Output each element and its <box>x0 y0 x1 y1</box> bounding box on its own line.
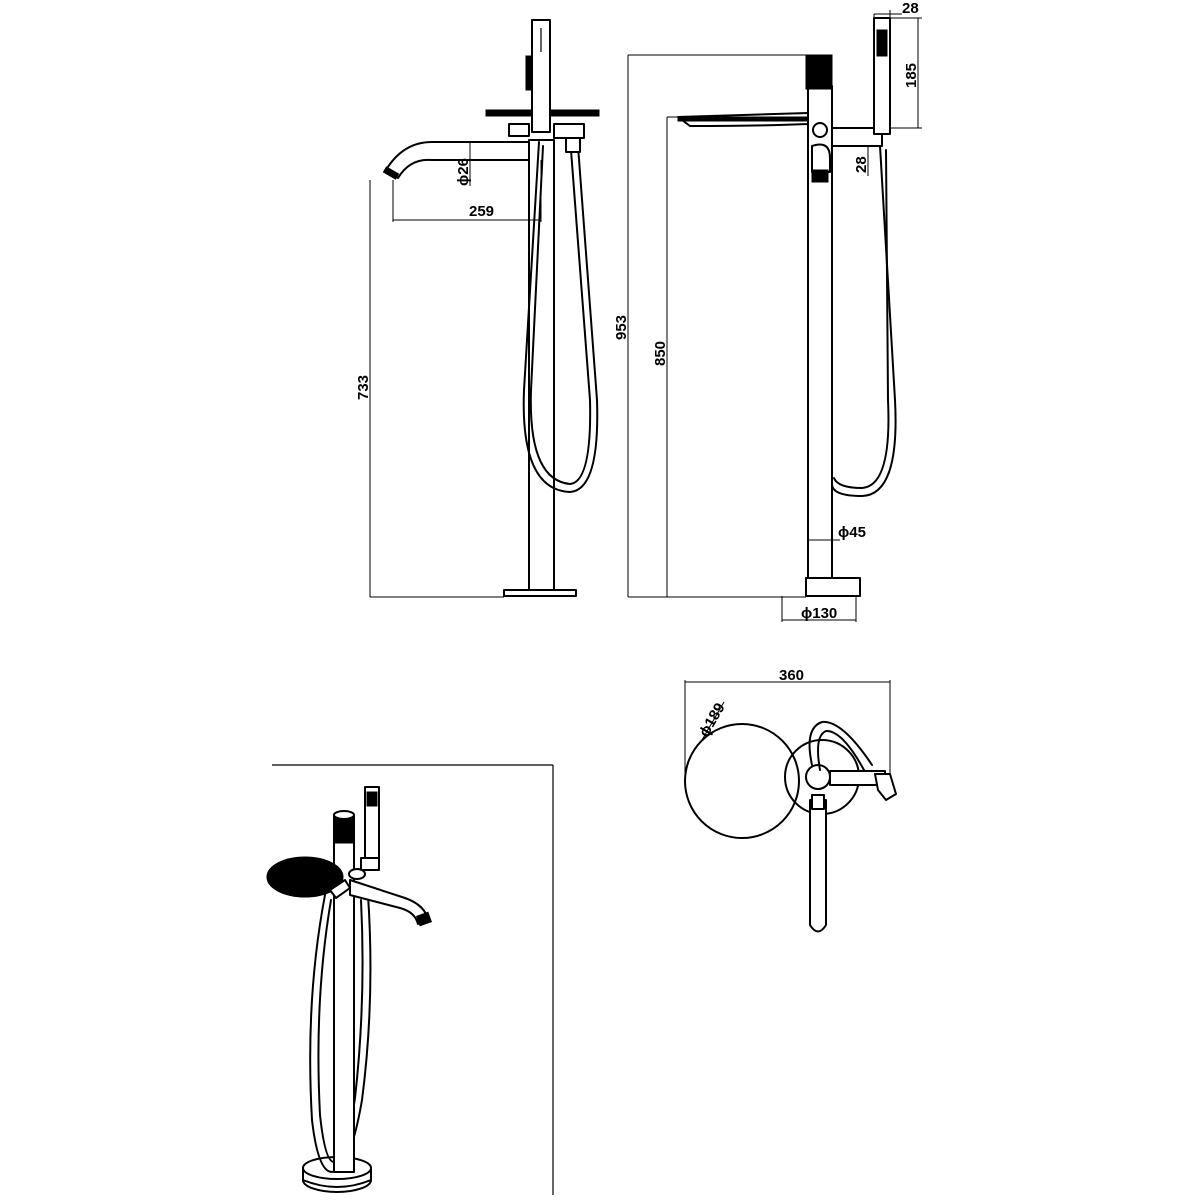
side-spout-tip <box>811 169 829 183</box>
side-holder-arm <box>831 127 883 147</box>
side-base-plate <box>805 577 861 597</box>
perspective-spout <box>349 879 429 925</box>
side-handset-grip <box>876 29 888 57</box>
perspective-shelf <box>266 856 344 898</box>
plan-hub <box>805 764 831 790</box>
perspective-spout-tip <box>416 911 432 927</box>
front-elevation-view: ϕ26 259 733 <box>355 19 600 598</box>
dim-base-diameter: ϕ130 <box>801 605 837 622</box>
dim-holder-size: 28 <box>853 156 870 173</box>
plan-spout <box>809 799 827 933</box>
side-hose <box>831 145 897 497</box>
front-spout-tip <box>382 166 400 180</box>
front-control-knob-right <box>553 123 585 139</box>
front-hose <box>522 141 599 493</box>
dim-handset-width: 28 <box>902 0 919 17</box>
dim-shelf-diameter: ϕ189 <box>696 700 729 740</box>
side-diverter-knob <box>812 122 828 138</box>
dim-plan-width: 360 <box>779 667 804 684</box>
front-column <box>528 139 555 591</box>
plan-hose-loop <box>808 720 873 766</box>
plan-view: 360 ϕ189 <box>684 667 897 933</box>
front-handset-cap <box>525 55 533 91</box>
dim-overall-height: 953 <box>613 315 630 340</box>
side-elevation-view: 953 850 28 185 28 ϕ45 ϕ130 <box>613 0 922 622</box>
side-column-top <box>805 54 833 90</box>
dim-spout-reach: 259 <box>469 203 494 220</box>
dim-handset-length: 185 <box>903 63 920 88</box>
dim-spout-diameter: ϕ26 <box>455 158 472 186</box>
front-control-knob-left <box>508 123 530 137</box>
dim-column-diameter: ϕ45 <box>838 524 866 541</box>
perspective-view <box>266 764 554 1195</box>
plan-handset-holder <box>874 773 897 801</box>
plan-shelf-circle <box>684 723 800 839</box>
side-spout <box>811 143 831 173</box>
dim-spout-height: 733 <box>355 375 372 400</box>
perspective-hose <box>309 894 372 1173</box>
dim-shelf-height: 850 <box>652 341 669 366</box>
